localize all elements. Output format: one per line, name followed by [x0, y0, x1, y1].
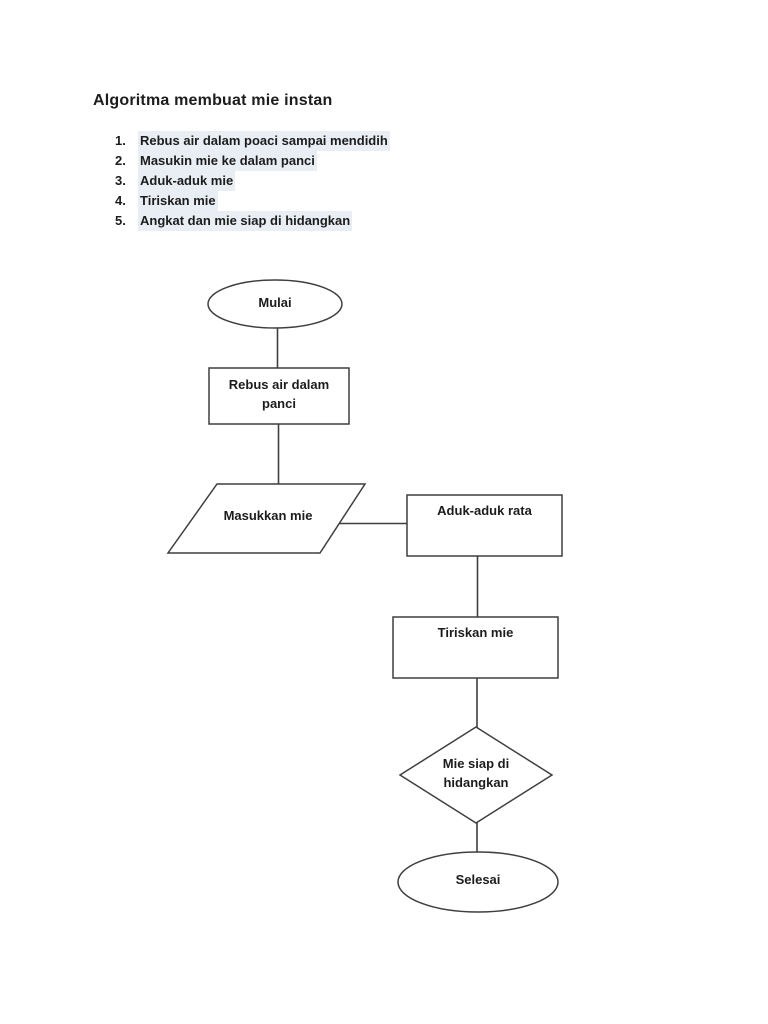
terminator-end-shape: [397, 851, 559, 913]
step-text: Masukin mie ke dalam panci: [138, 151, 317, 171]
process-rebus-shape: [208, 367, 350, 425]
algorithm-steps-list: 1. Rebus air dalam poaci sampai mendidih…: [115, 131, 390, 231]
step-number: 5.: [115, 213, 126, 228]
step-text: Rebus air dalam poaci sampai mendidih: [138, 131, 390, 151]
step-number: 4.: [115, 193, 126, 208]
step-number: 3.: [115, 173, 126, 188]
page-title: Algoritma membuat mie instan: [93, 92, 333, 109]
process-tiriskan-shape: [392, 616, 559, 679]
list-item: 5. Angkat dan mie siap di hidangkan: [115, 211, 390, 231]
process-aduk-shape: [406, 494, 563, 557]
list-item: 1. Rebus air dalam poaci sampai mendidih: [115, 131, 390, 151]
list-item: 3. Aduk-aduk mie: [115, 171, 390, 191]
terminator-start-shape: [207, 279, 343, 329]
step-text: Tiriskan mie: [138, 191, 218, 211]
step-number: 1.: [115, 133, 126, 148]
step-text: Aduk-aduk mie: [138, 171, 236, 191]
list-item: 2. Masukin mie ke dalam panci: [115, 151, 390, 171]
step-number: 2.: [115, 153, 126, 168]
decision-shape: [398, 726, 554, 824]
step-text: Angkat dan mie siap di hidangkan: [138, 211, 353, 231]
io-masukkan-shape: [166, 483, 367, 554]
list-item: 4. Tiriskan mie: [115, 191, 390, 211]
